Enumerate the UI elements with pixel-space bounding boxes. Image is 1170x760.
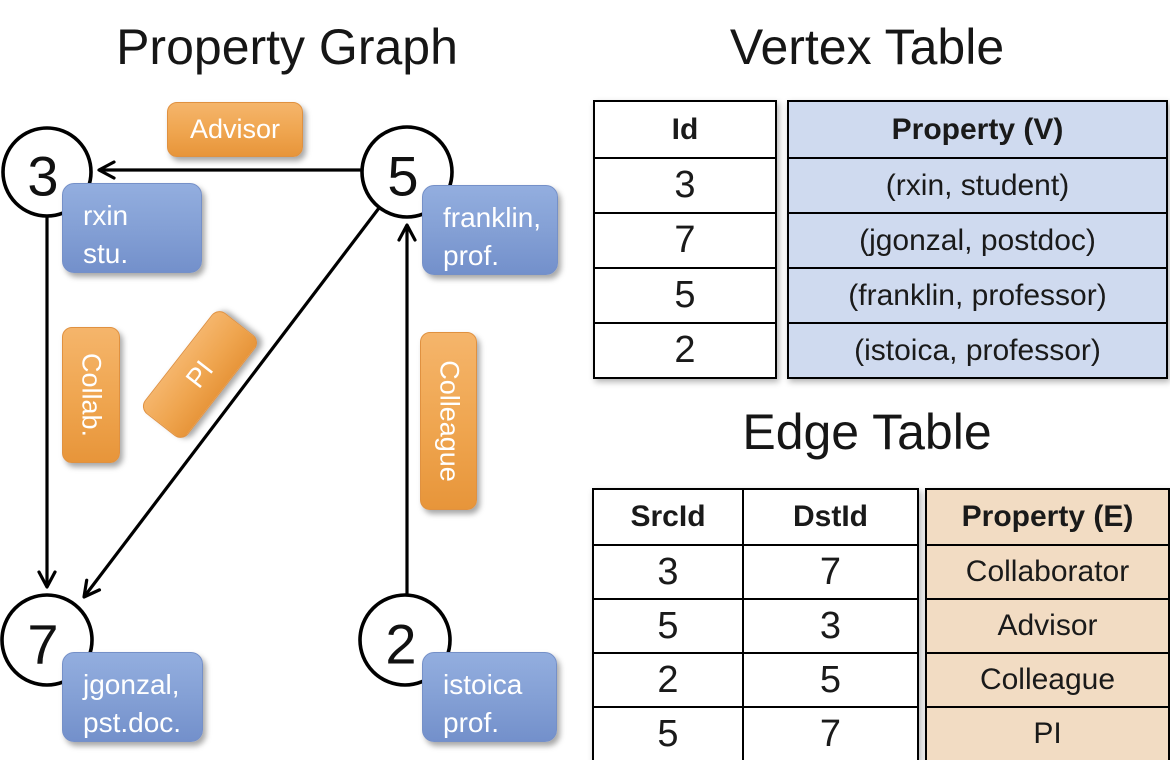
edge-table-row-dst: 5 bbox=[742, 652, 917, 706]
edge-label-pi-text: PI bbox=[179, 354, 220, 394]
edge-table-row-src: 3 bbox=[594, 544, 742, 598]
node-7-property-line1: jgonzal, bbox=[83, 669, 180, 700]
node-2-property-box: istoica prof. bbox=[422, 652, 557, 742]
node-2-property-line2: prof. bbox=[443, 707, 500, 738]
vertex-table: Id 3 7 5 2 Property (V) (rxin, student) … bbox=[593, 100, 1168, 379]
node-5-property-box: franklin, prof. bbox=[422, 185, 558, 275]
edge-table-row-src: 2 bbox=[594, 652, 742, 706]
edge-label-collab: Collab. bbox=[62, 327, 120, 463]
edge-pi-5-to-7 bbox=[82, 207, 381, 599]
node-2-property-line1: istoica bbox=[443, 669, 523, 700]
node-3-id: 3 bbox=[27, 145, 58, 208]
node-3-property-box: rxin stu. bbox=[62, 183, 202, 273]
edge-table-row-src: 5 bbox=[594, 598, 742, 652]
vertex-table-id-column: Id 3 7 5 2 bbox=[593, 100, 777, 379]
edge-table-row-property: PI bbox=[927, 706, 1168, 760]
edge-table-id-columns: SrcId DstId 3 7 5 3 2 5 5 7 bbox=[592, 488, 919, 760]
edge-label-collab-text: Collab. bbox=[76, 352, 107, 438]
vertex-table-row-property: (rxin, student) bbox=[789, 157, 1166, 212]
node-2-id: 2 bbox=[385, 613, 416, 676]
edge-label-advisor: Advisor bbox=[167, 102, 303, 157]
edge-table-header-property: Property (E) bbox=[927, 490, 1168, 544]
node-3-property-line2: stu. bbox=[83, 238, 129, 269]
edge-label-advisor-text: Advisor bbox=[189, 114, 281, 144]
edge-table-row-dst: 3 bbox=[742, 598, 917, 652]
edge-table-property-column: Property (E) Collaborator Advisor Collea… bbox=[925, 488, 1170, 760]
vertex-table-title: Vertex Table bbox=[729, 19, 1005, 75]
vertex-table-row-id: 3 bbox=[595, 157, 775, 212]
edge-table-header-srcid: SrcId bbox=[630, 500, 706, 533]
edge-table-row-src: 5 bbox=[594, 706, 742, 760]
node-5-property-line1: franklin, bbox=[443, 202, 542, 233]
vertex-table-property-column: Property (V) (rxin, student) (jgonzal, p… bbox=[787, 100, 1168, 379]
edge-table-header-dstid: DstId bbox=[742, 490, 917, 544]
node-3-property-line1: rxin bbox=[83, 200, 129, 231]
edge-table-row-dst: 7 bbox=[742, 706, 917, 760]
vertex-table-header-id: Id bbox=[671, 112, 699, 146]
node-5-property-line2: prof. bbox=[443, 240, 500, 271]
edge-table-row-property: Collaborator bbox=[927, 544, 1168, 598]
vertex-table-row-id: 5 bbox=[595, 267, 775, 322]
edge-table-row-property: Advisor bbox=[927, 598, 1168, 652]
edge-label-colleague: Colleague bbox=[420, 332, 477, 510]
edge-table-row-dst: 7 bbox=[742, 544, 917, 598]
edge-table-row-property: Colleague bbox=[927, 652, 1168, 706]
edge-label-colleague-text: Colleague bbox=[434, 360, 464, 482]
vertex-table-row-property: (jgonzal, postdoc) bbox=[789, 212, 1166, 267]
node-7-property-box: jgonzal, pst.doc. bbox=[62, 652, 203, 742]
vertex-table-row-property: (istoica, professor) bbox=[789, 322, 1166, 377]
vertex-table-row-id: 2 bbox=[595, 322, 775, 377]
node-7-property-line2: pst.doc. bbox=[83, 707, 182, 738]
vertex-table-row-id: 7 bbox=[595, 212, 775, 267]
vertex-table-header-property: Property (V) bbox=[789, 102, 1166, 157]
node-7-id: 7 bbox=[27, 613, 58, 676]
property-graph-title: Property Graph bbox=[116, 19, 458, 75]
edge-table-title: Edge Table bbox=[742, 404, 992, 460]
node-5-id: 5 bbox=[387, 145, 418, 208]
edge-table: SrcId DstId 3 7 5 3 2 5 5 7 Property (E)… bbox=[592, 488, 1170, 760]
vertex-table-row-property: (franklin, professor) bbox=[789, 267, 1166, 322]
